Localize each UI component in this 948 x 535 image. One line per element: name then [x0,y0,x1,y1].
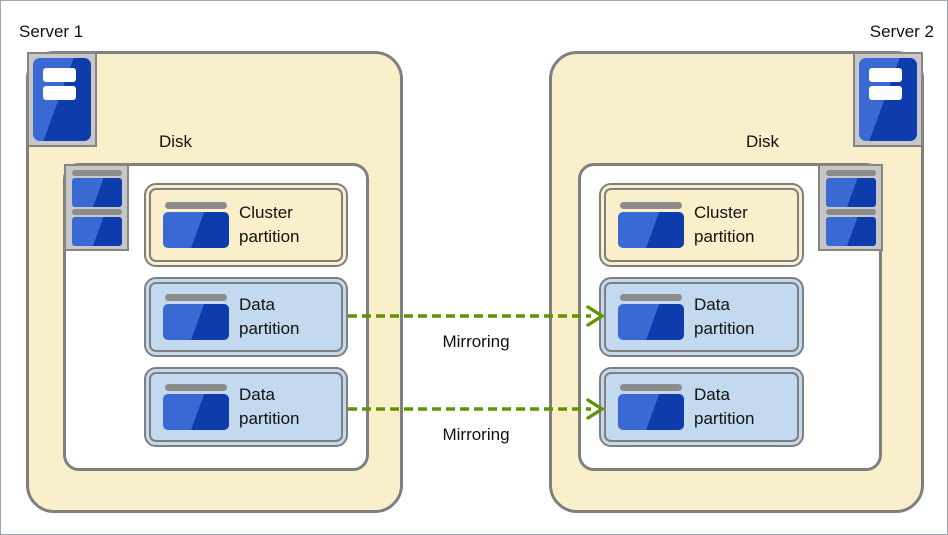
server-tower-shape [859,58,917,141]
partition-icon [163,384,229,430]
disk-unit-icon [64,164,129,251]
server-icon [853,52,923,147]
mirroring-arrow [348,305,606,327]
server2-cluster-partition: Cluster partition [599,183,804,267]
partition-label: Data partition [694,295,755,338]
partition-label: Data partition [239,295,300,338]
partition-icon [163,202,229,248]
disk-unit-icon [818,164,883,251]
server2-data-partition-1: Data partition [599,277,804,357]
server1-disk-label: Disk [159,132,193,151]
partition-label: Data partition [694,385,755,428]
partition-icon [618,384,684,430]
partition-icon [618,202,684,248]
server-slot-shape [43,86,76,100]
partition-label: Cluster partition [239,203,300,246]
server1-label: Server 1 [19,22,84,41]
mirroring-label: Mirroring [442,425,510,444]
server-tower-shape [33,58,91,141]
server1-cluster-partition: Cluster partition [144,183,348,267]
server2-disk-label: Disk [746,132,780,151]
server1-data-partition-1: Data partition [144,277,348,357]
partition-icon [618,294,684,340]
mirroring-arrow [348,398,606,420]
mirroring-label: Mirroring [442,332,510,351]
partition-label: Data partition [239,385,300,428]
server-slot-shape [869,68,902,82]
server1-data-partition-2: Data partition [144,367,348,447]
server-slot-shape [43,68,76,82]
partition-label: Cluster partition [694,203,755,246]
server-icon [27,52,97,147]
server2-data-partition-2: Data partition [599,367,804,447]
partition-icon [163,294,229,340]
server-slot-shape [869,86,902,100]
server2-label: Server 2 [869,22,934,41]
